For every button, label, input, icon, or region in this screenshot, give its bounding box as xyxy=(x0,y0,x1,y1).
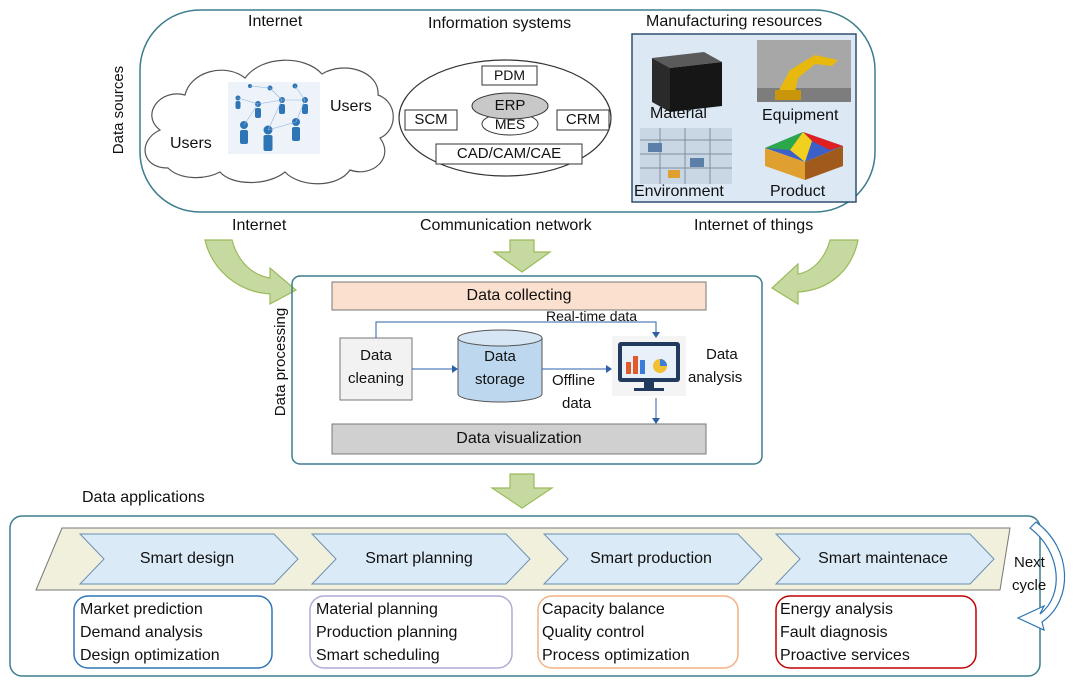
communication-arrow xyxy=(492,239,552,273)
data-collecting-label: Data collecting xyxy=(466,287,572,304)
data-visualization-label: Data visualization xyxy=(456,430,582,447)
data-sources-side-label: Data sources xyxy=(110,65,127,155)
offline-data-label-1: Offline xyxy=(552,372,596,389)
list-item: Fault diagnosis xyxy=(780,624,888,641)
mes-label: MES xyxy=(494,116,526,132)
data-applications-title: Data applications xyxy=(82,489,205,506)
data-applications-frame xyxy=(9,515,1041,677)
production-items-box xyxy=(537,595,739,669)
crm-box xyxy=(556,109,610,131)
data-analysis-label-2: analysis xyxy=(688,369,743,386)
list-item: Process optimization xyxy=(542,647,690,664)
users-right-label: Users xyxy=(330,98,372,115)
next-cycle-label-1: Next xyxy=(1014,554,1045,571)
data-storage-label-1: Data xyxy=(484,348,516,365)
environment-image xyxy=(640,128,732,184)
design-items-list: Market prediction Demand analysis Design… xyxy=(80,598,220,667)
channel-iot-label: Internet of things xyxy=(694,217,814,234)
realtime-data-label: Real-time data xyxy=(546,308,638,324)
production-items-list: Capacity balance Quality control Process… xyxy=(542,598,690,667)
material-label: Material xyxy=(650,105,707,122)
scm-box xyxy=(404,109,458,131)
erp-ellipse xyxy=(471,92,549,120)
internet-curved-arrow xyxy=(204,239,298,306)
list-item: Smart scheduling xyxy=(316,647,440,664)
cad-label: CAD/CAM/CAE xyxy=(456,145,562,162)
list-item: Material planning xyxy=(316,601,438,618)
data-sources-frame xyxy=(139,9,876,213)
analysis-monitor-icon xyxy=(612,336,686,396)
scm-label: SCM xyxy=(414,111,448,128)
users-left-label: Users xyxy=(170,135,212,152)
data-analysis-label-1: Data xyxy=(706,346,738,363)
realtime-connector xyxy=(375,321,657,338)
product-image xyxy=(765,132,843,180)
data-cleaning-label-1: Data xyxy=(360,347,392,364)
list-item: Proactive services xyxy=(780,647,910,664)
data-cleaning-label-2: cleaning xyxy=(348,370,404,387)
internet-section-title: Internet xyxy=(248,13,303,30)
offline-data-label-2: data xyxy=(562,395,592,412)
list-item: Capacity balance xyxy=(542,601,665,618)
data-storage-label-2: storage xyxy=(474,371,526,388)
chevron-smart-maintenance xyxy=(774,533,995,585)
mfg-resources-title: Manufacturing resources xyxy=(646,13,823,30)
erp-label: ERP xyxy=(494,97,526,114)
pdm-label: PDM xyxy=(493,67,526,83)
cad-box xyxy=(435,143,583,165)
data-collecting-box xyxy=(331,281,707,311)
channel-communication-label: Communication network xyxy=(420,217,592,234)
list-item: Design optimization xyxy=(80,647,220,664)
data-processing-side-label: Data processing xyxy=(272,307,289,417)
pdm-box xyxy=(481,65,538,86)
equipment-image xyxy=(757,40,851,102)
design-items-box xyxy=(73,595,273,669)
channel-internet-label: Internet xyxy=(232,217,287,234)
data-visualization-box xyxy=(331,423,707,455)
chevron-smart-planning xyxy=(310,533,531,585)
stage-smart-design-label: Smart design xyxy=(139,550,235,567)
list-item: Market prediction xyxy=(80,601,203,618)
material-image xyxy=(652,52,722,112)
planning-items-list: Material planning Production planning Sm… xyxy=(316,598,457,667)
users-network-image xyxy=(228,82,320,154)
data-processing-frame xyxy=(291,275,763,465)
next-cycle-label-2: cycle xyxy=(1012,577,1047,594)
next-cycle-arrow xyxy=(1016,521,1066,632)
processing-to-applications-arrow xyxy=(490,473,554,509)
list-item: Energy analysis xyxy=(780,601,893,618)
planning-items-box xyxy=(309,595,513,669)
data-storage-cylinder xyxy=(457,329,543,403)
iot-curved-arrow xyxy=(771,239,859,306)
chevron-smart-design xyxy=(78,533,299,585)
maintenance-items-box xyxy=(775,595,977,669)
list-item: Production planning xyxy=(316,624,458,641)
stage-smart-planning-label: Smart planning xyxy=(365,550,473,567)
stage-smart-production-label: Smart production xyxy=(590,550,712,567)
environment-label: Environment xyxy=(634,183,724,200)
info-systems-title: Information systems xyxy=(428,15,572,32)
list-item: Demand analysis xyxy=(80,624,203,641)
maintenance-items-list: Energy analysis Fault diagnosis Proactiv… xyxy=(780,598,910,667)
chevron-smart-production xyxy=(542,533,763,585)
equipment-label: Equipment xyxy=(762,107,839,124)
product-label: Product xyxy=(770,183,826,200)
crm-label: CRM xyxy=(565,111,601,128)
list-item: Quality control xyxy=(542,624,645,641)
stage-smart-maintenance-label: Smart maintenace xyxy=(818,550,948,567)
